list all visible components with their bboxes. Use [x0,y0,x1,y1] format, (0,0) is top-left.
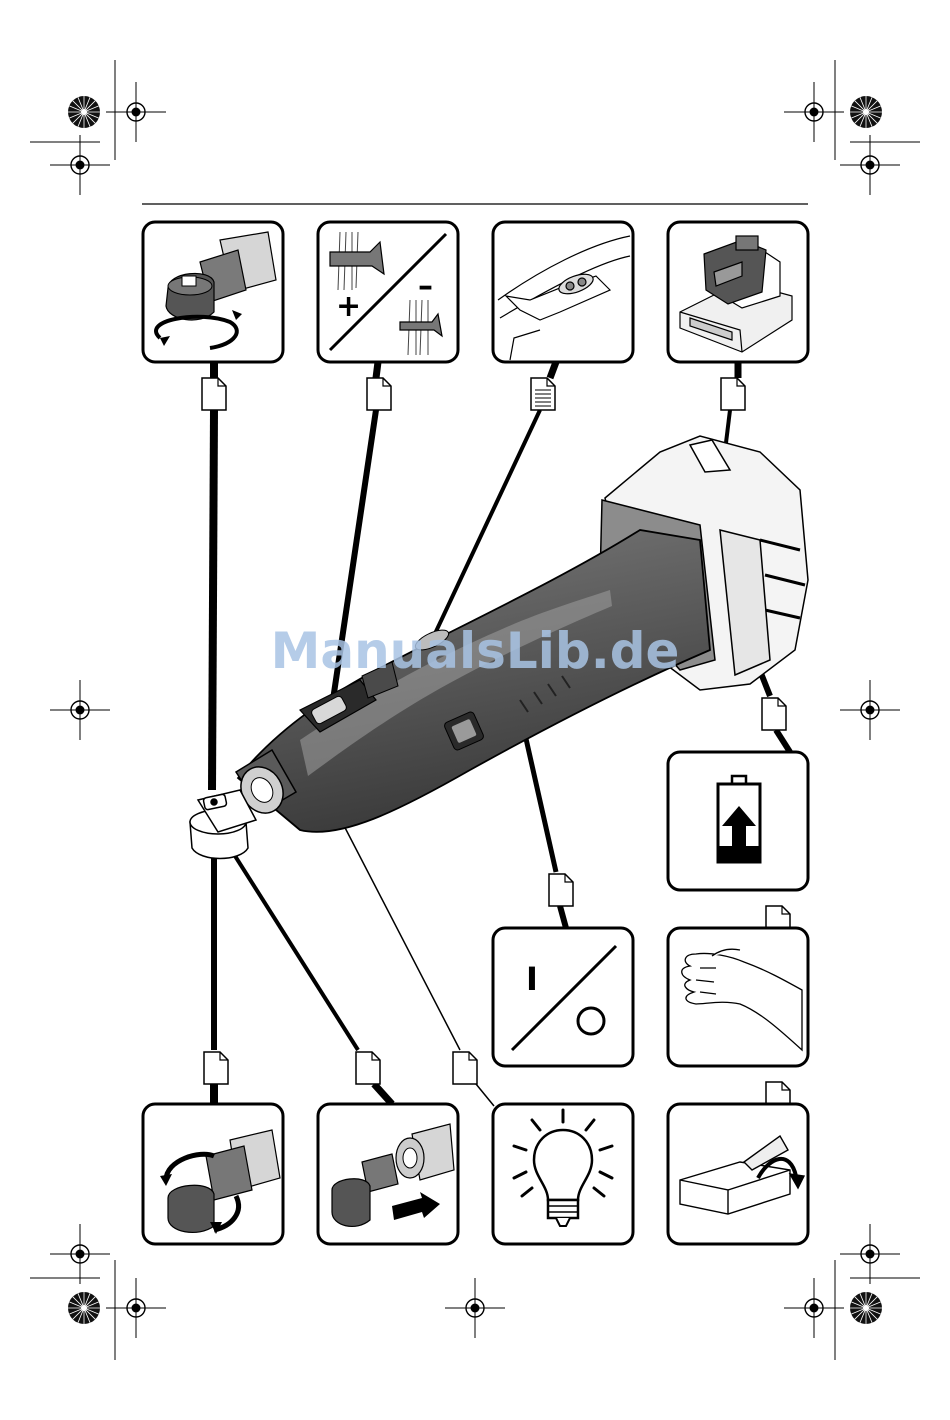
angle-head [190,790,256,859]
document-icon [356,1052,380,1084]
registration-mark-icon [840,135,900,195]
document-icon [204,1052,228,1084]
document-icon [721,378,745,410]
color-target-icon [68,96,100,128]
tool-housing [238,530,710,832]
registration-mark-icon [50,680,110,740]
registration-mark-icon [50,1224,110,1284]
registration-mark-icon [445,1278,505,1338]
document-icon [367,378,391,410]
registration-mark-icon [840,680,900,740]
registration-mark-icon [50,135,110,195]
color-target-icon [850,1292,882,1324]
registration-mark-icon [840,1224,900,1284]
color-target-icon [68,1292,100,1324]
plus-sign: + [336,289,361,324]
document-icon [549,874,573,906]
minus-sign: – [418,269,433,304]
on-symbol: I [526,960,538,998]
watermark-text: ManualsLib.de [0,622,950,680]
document-icon [202,378,226,410]
document-icon [453,1052,477,1084]
battery-charge-icon [718,776,760,862]
color-target-icon [850,96,882,128]
document-text-icon [531,378,555,410]
document-icon [762,698,786,730]
